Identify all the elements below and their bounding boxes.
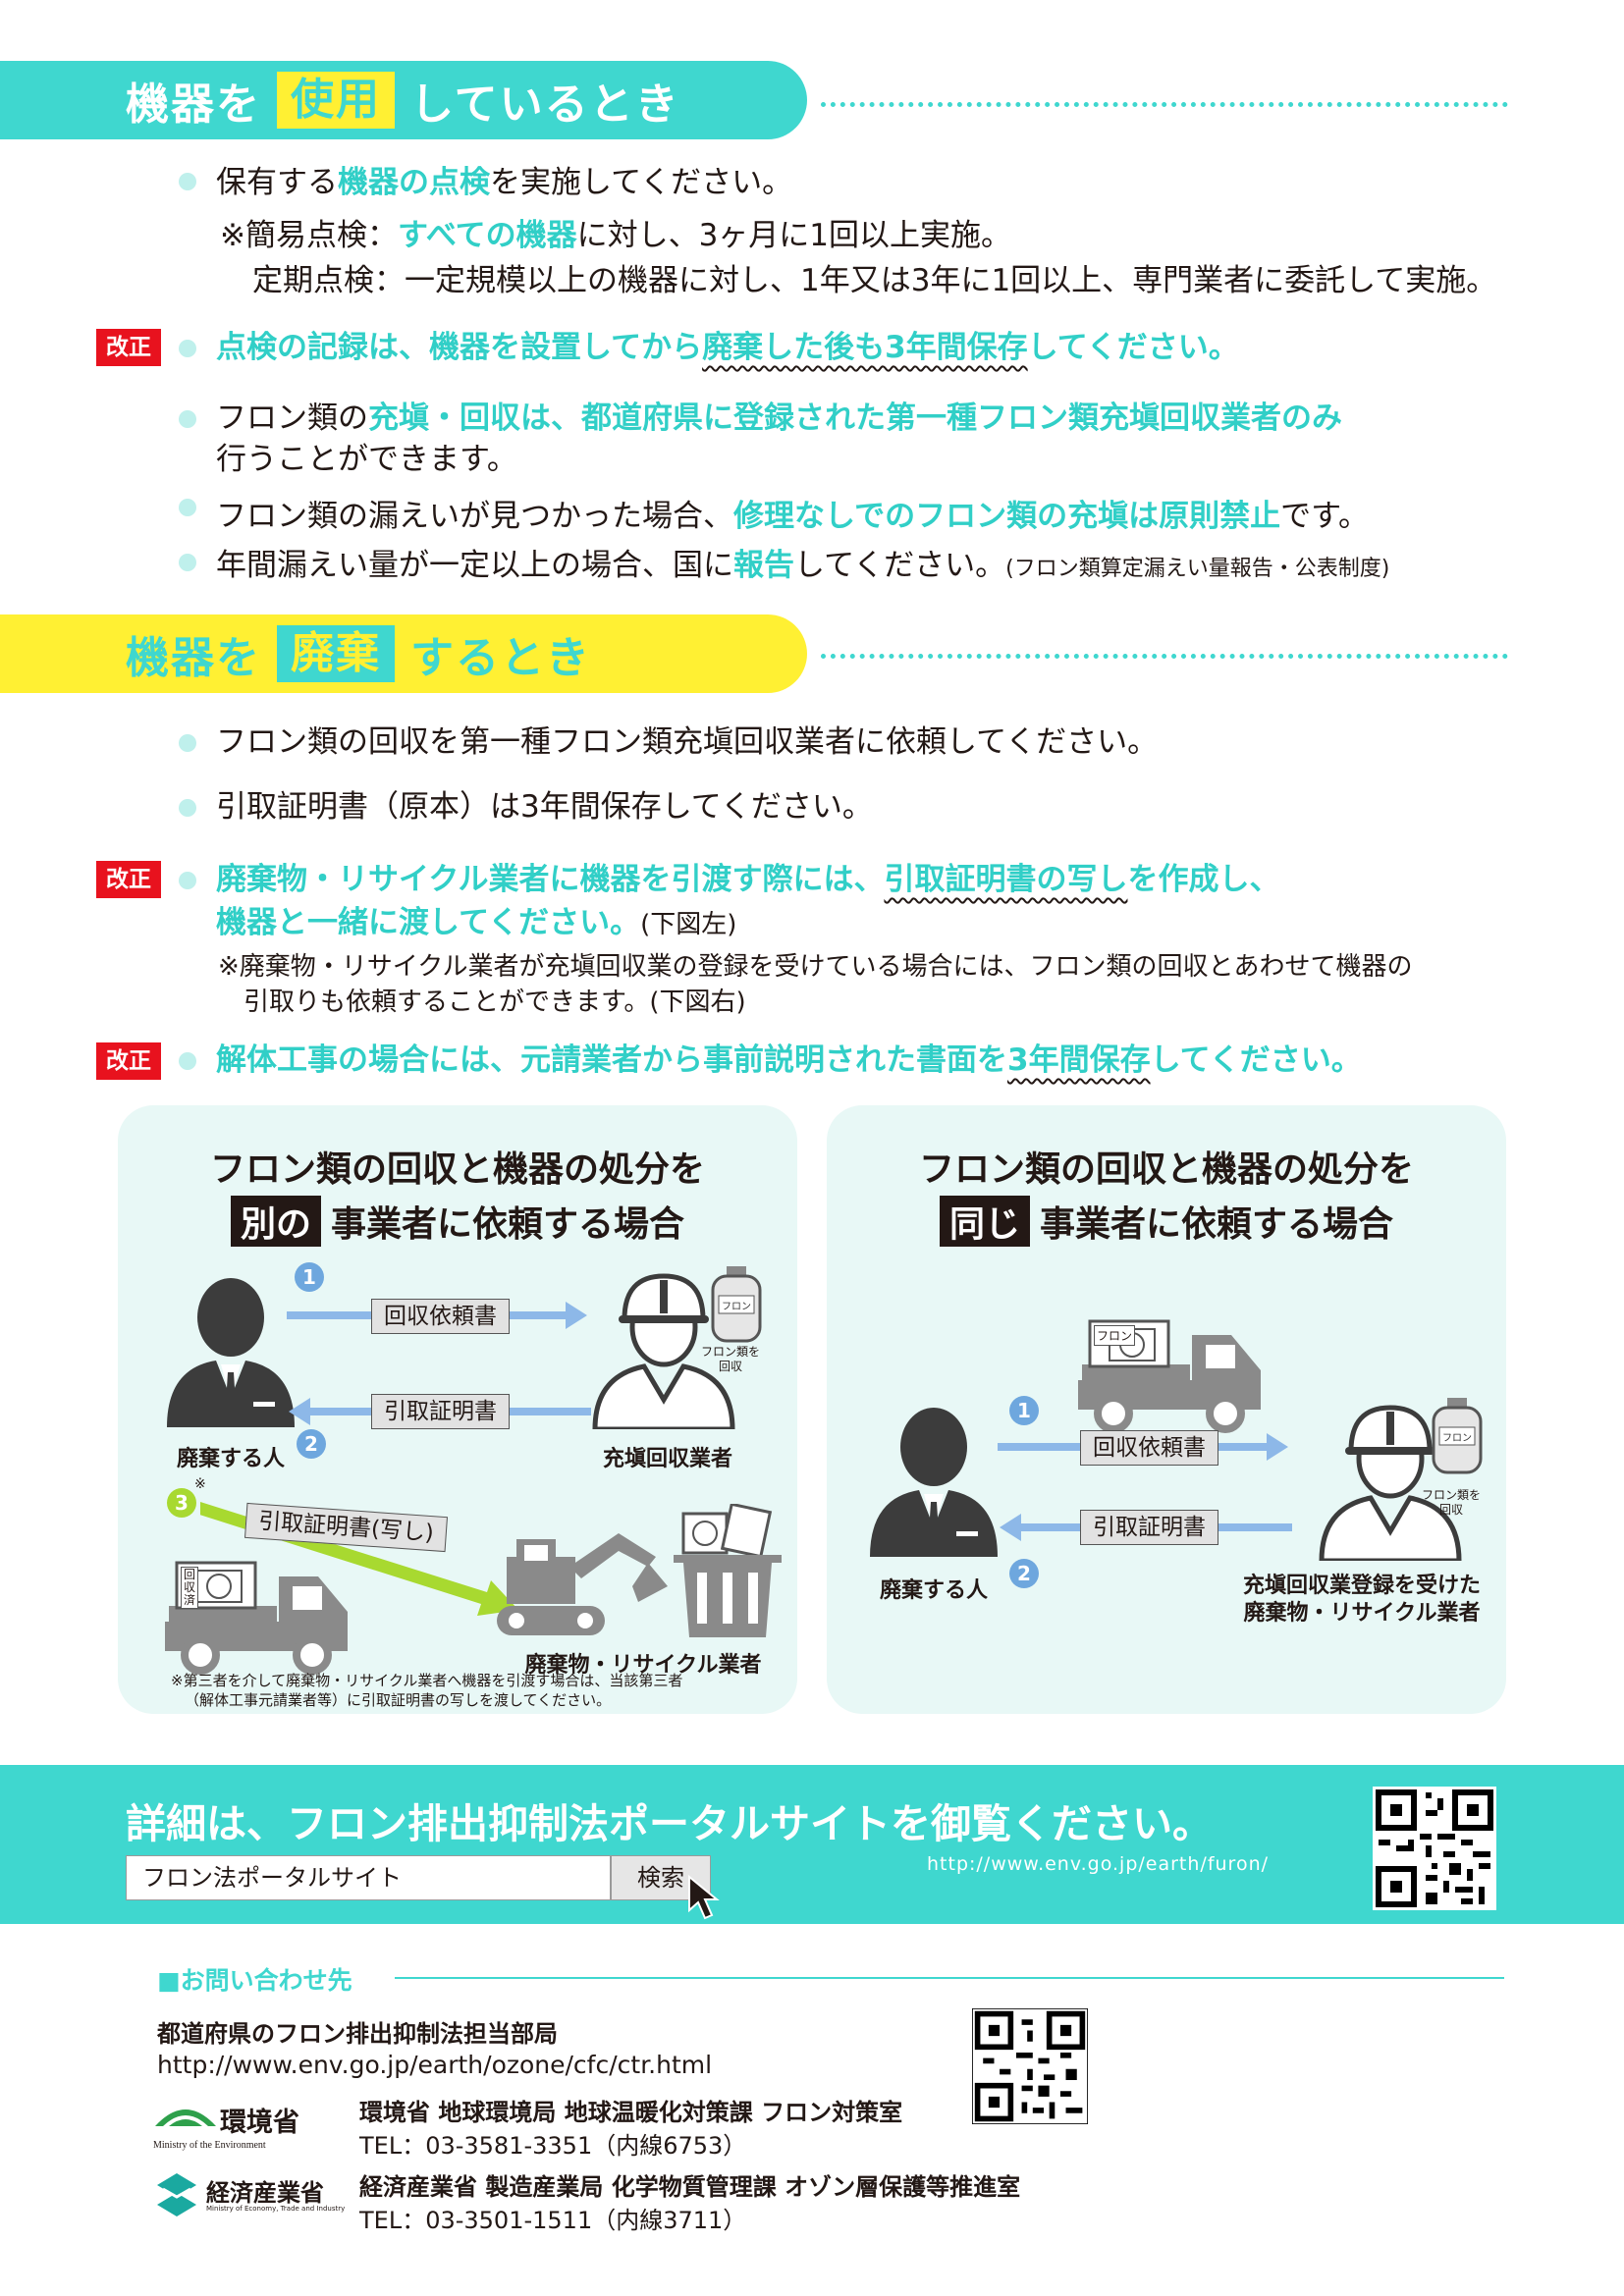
bullet-dot — [179, 1052, 196, 1070]
truck-box-label: フロン — [1094, 1325, 1136, 1346]
bullet-record-keeping: 点検の記録は、機器を設置してから廃棄した後も3年間保存してください。 — [216, 330, 1239, 365]
section-title-b: するとき — [410, 633, 591, 683]
label-registered-recycler: 充塡回収業登録を受けた 廃棄物・リサイクル業者 — [1242, 1574, 1481, 1626]
meti-logo-english: Ministry of Economy, Trade and Industry — [206, 2205, 346, 2213]
note-periodic-inspection: 定期点検：一定規模以上の機器に対し、1年又は3年に1回以上、専門業者に委託して実… — [252, 263, 1497, 298]
moe-logo-english: Ministry of the Environment — [153, 2140, 266, 2151]
diagram-panel-same: フロン類の回収と機器の処分を 同じ事業者に依頼する場合 フロン 廃棄する人 フ — [827, 1105, 1506, 1714]
revision-badge: 改正 — [96, 329, 161, 366]
bullet-dot — [179, 799, 196, 817]
moe-logo-icon — [155, 2109, 216, 2126]
bullet-dot — [179, 499, 196, 516]
document-request: 回収依頼書 — [1080, 1430, 1218, 1466]
section-header-dispose: 機器を 廃棄 するとき — [0, 614, 807, 693]
cylinder-label: フロン — [1442, 1433, 1472, 1444]
cylinder-label: フロン — [722, 1302, 751, 1312]
excavator-icon — [497, 1533, 668, 1635]
revision-badge: 改正 — [96, 1042, 161, 1080]
bullet-inspection: 保有する機器の点検を実施してください。 — [216, 165, 793, 200]
search-input[interactable]: フロン法ポータルサイト — [126, 1855, 611, 1900]
footnote-mark: ※ — [194, 1476, 206, 1492]
bullet-keep-certificate: 引取証明書（原本）は3年間保存してください。 — [216, 789, 873, 825]
worker-icon — [592, 1273, 735, 1429]
bullet-dot — [179, 734, 196, 752]
label-disposer: 廃棄する人 — [176, 1447, 285, 1471]
moe-logo-text: 環境省 — [220, 2108, 299, 2138]
step-number: 2 — [297, 1429, 326, 1459]
contact-heading: ■お問い合わせ先 — [157, 1966, 352, 1995]
bullet-leak: フロン類の漏えいが見つかった場合、修理なしでのフロン類の充塡は原則禁止です。 — [216, 499, 1369, 534]
note-recycler-registered: ※廃棄物・リサイクル業者が充塡回収業の登録を受けている場合には、フロン類の回収と… — [218, 952, 1413, 982]
meti-logo-icon — [157, 2173, 196, 2216]
bullet-copy-certificate: 廃棄物・リサイクル業者に機器を引渡す際には、引取証明書の写しを作成し、 — [216, 862, 1280, 897]
worker-icon — [1319, 1405, 1462, 1561]
section-title-a: 機器を — [126, 633, 261, 683]
step-number: 2 — [1009, 1559, 1039, 1588]
diagram-title-line1: フロン類の回収と機器の処分を — [918, 1149, 1414, 1190]
waste-bin-icon — [674, 1504, 782, 1637]
document-request: 回収依頼書 — [371, 1299, 510, 1334]
contact-divider — [395, 1977, 1504, 1979]
person-icon — [870, 1408, 998, 1557]
truck-icon — [1078, 1319, 1261, 1433]
diagram-title-line2: 同じ事業者に依頼する場合 — [827, 1196, 1506, 1247]
section-title-a: 機器を — [126, 80, 261, 130]
bullet-request-recovery: フロン類の回収を第一種フロン類充塡回収業者に依頼してください。 — [216, 724, 1159, 760]
bullet-report: 年間漏えい量が一定以上の場合、国に報告してください。(フロン類算定漏えい量報告・… — [216, 548, 1390, 583]
cylinder-caption: フロン類を 回収 — [701, 1345, 761, 1373]
bullet-demolition: 解体工事の場合には、元請業者から事前説明された書面を3年間保存してください。 — [216, 1042, 1362, 1078]
moe-office: 環境省 地球環境局 地球温暖化対策課 フロン対策室 — [359, 2099, 903, 2126]
meti-office: 経済産業省 製造産業局 化学物質管理課 オゾン層保護等推進室 — [359, 2173, 1021, 2201]
bullet-dot — [179, 872, 196, 889]
cylinder-caption: フロン類を 回収 — [1422, 1488, 1482, 1517]
dotted-divider — [821, 654, 1508, 659]
bullet-dot — [179, 554, 196, 571]
qr-code-icon[interactable] — [1373, 1787, 1496, 1910]
note-recycler-registered-cont: 引取りも依頼することができます。(下図右) — [244, 988, 746, 1017]
cursor-arrow-icon — [688, 1875, 720, 1920]
gas-cylinder-icon: フロン — [1432, 1398, 1483, 1474]
portal-url[interactable]: http://www.env.go.jp/earth/furon/ — [927, 1853, 1270, 1875]
step-number: 1 — [1009, 1396, 1039, 1425]
diagram-title-line1: フロン類の回収と機器の処分を — [209, 1149, 705, 1190]
meti-logo-text: 経済産業省 — [206, 2179, 324, 2207]
diagram-panel-separate: フロン類の回収と機器の処分を 別の事業者に依頼する場合 廃棄する人 フロン フロ… — [118, 1105, 797, 1714]
bullet-recovery: フロン類の充塡・回収は、都道府県に登録された第一種フロン類充塡回収業者のみ — [216, 400, 1342, 436]
portal-heading: 詳細は、フロン排出抑制法ポータルサイトを御覧ください。 — [126, 1800, 1213, 1847]
step-number: 3 — [167, 1488, 196, 1518]
gas-cylinder-icon: フロン — [711, 1266, 762, 1343]
document-certificate: 引取証明書 — [371, 1394, 510, 1429]
person-icon — [167, 1278, 295, 1427]
document-certificate: 引取証明書 — [1080, 1510, 1218, 1545]
dotted-divider — [821, 102, 1508, 107]
bullet-dot — [179, 340, 196, 357]
revision-badge: 改正 — [96, 861, 161, 898]
bullet-dot — [179, 173, 196, 190]
note-simple-inspection: ※簡易点検：すべての機器に対し、3ヶ月に1回以上実施。 — [220, 218, 1012, 253]
bullet-dot — [179, 410, 196, 428]
section-title-box: 使用 — [277, 72, 395, 129]
meti-tel: TEL：03-3501-1511（内線3711） — [359, 2207, 747, 2234]
section-header-use: 機器を 使用 しているとき — [0, 61, 807, 139]
qr-code-icon[interactable] — [972, 2008, 1088, 2124]
label-recovery-operator: 充塡回収業者 — [602, 1447, 732, 1471]
section-title-box: 廃棄 — [277, 625, 395, 682]
truck-icon — [165, 1561, 348, 1675]
portal-banner: 詳細は、フロン排出抑制法ポータルサイトを御覧ください。 フロン法ポータルサイト … — [0, 1765, 1624, 1924]
label-disposer: 廃棄する人 — [879, 1578, 988, 1603]
bullet-recovery-cont: 行うことができます。 — [216, 442, 517, 477]
pref-title: 都道府県のフロン排出抑制法担当部局 — [157, 2020, 558, 2048]
footnote-third-party: ※第三者を介して廃棄物・リサイクル業者へ機器を引渡す場合は、当該第三者 （解体工… — [171, 1672, 683, 1709]
moe-tel: TEL：03-3581-3351（内線6753） — [359, 2132, 747, 2160]
truck-box-label: 回 収 済 — [181, 1567, 199, 1609]
pref-url[interactable]: http://www.env.go.jp/earth/ozone/cfc/ctr… — [157, 2051, 713, 2079]
step-number: 1 — [295, 1262, 324, 1292]
diagram-title-line2: 別の事業者に依頼する場合 — [118, 1196, 797, 1247]
bullet-copy-certificate-cont: 機器と一緒に渡してください。(下図左) — [216, 905, 737, 940]
section-title-b: しているとき — [410, 80, 680, 130]
label-recycler: 廃棄物・リサイクル業者 — [524, 1653, 762, 1678]
